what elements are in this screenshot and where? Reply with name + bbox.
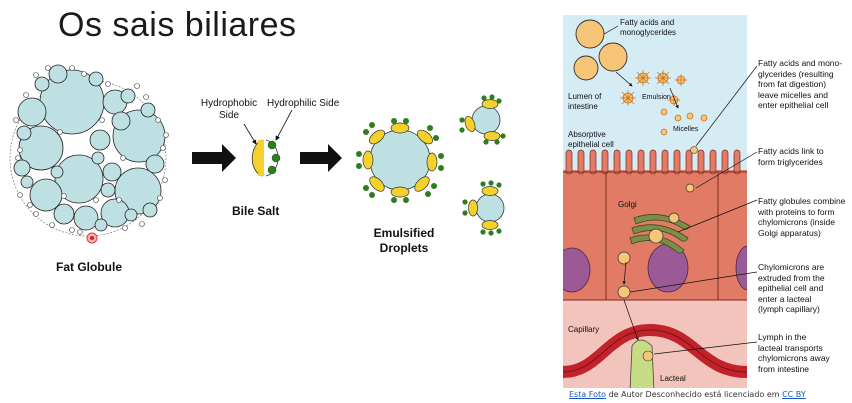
note-line: glycerides (resulting	[758, 68, 834, 79]
emulsified-droplet-small	[459, 94, 506, 145]
lacteal-vessel	[629, 339, 655, 388]
note-line: Fatty globules combine	[758, 196, 846, 206]
fatty-acid-droplet	[575, 19, 605, 49]
note-line: enter epithelial cell	[758, 100, 829, 110]
label-line: Fatty acids and	[620, 18, 675, 27]
microvilli	[565, 149, 741, 175]
photo-link[interactable]: Esta Foto	[569, 390, 607, 399]
fatty-acids-label: Fatty acids and monoglycerides	[620, 18, 676, 38]
emulsified-droplet-small	[462, 180, 505, 236]
note-triglycerides: Fatty acids link to form triglycerides	[758, 146, 824, 167]
note-line: form triglycerides	[758, 156, 823, 167]
note-line: chylomicrons away	[758, 353, 830, 363]
bile-salt-molecule	[243, 109, 293, 177]
hydrophobic-side-label: Hydrophobic Side	[196, 98, 262, 122]
label-line: intestine	[568, 102, 598, 111]
label-line: Absorptive	[568, 130, 606, 139]
emulsified-label-line: Emulsified	[373, 226, 435, 240]
bile-salt-emulsification-diagram	[9, 64, 506, 244]
lumen-label: Lumen of intestine	[568, 92, 601, 112]
fatty-acid-droplet	[598, 42, 628, 72]
image-credit: Esta Foto de Autor Desconhecido está lic…	[569, 390, 806, 399]
micelles-label: Micelles	[673, 126, 699, 133]
page-title: Os sais biliares	[58, 6, 297, 44]
note-line: from intestine	[758, 363, 810, 374]
hydrophobic-label-line: Hydrophobic	[200, 98, 258, 109]
cell-borders	[605, 172, 719, 300]
chylomicron	[617, 251, 631, 265]
note-line: Chylomicrons are	[758, 262, 825, 272]
note-line: leave micelles and	[758, 89, 828, 100]
note-line: (lymph capillary)	[758, 304, 820, 314]
emulsion-label: Emulsion	[642, 94, 671, 101]
note-line: chylomicrons (inside	[758, 217, 835, 227]
capillary-label: Capillary	[568, 325, 600, 334]
label-line: monoglycerides	[620, 28, 677, 37]
note-chylomicron-formation: Fatty globules combine with proteins to …	[758, 196, 845, 238]
fat-absorption-diagram	[563, 15, 758, 388]
emulsified-label-line: Droplets	[379, 241, 429, 255]
fat-globule-cluster	[9, 64, 167, 237]
emulsified-droplets-label: Emulsified Droplets	[370, 226, 438, 256]
hydrophobic-label-line: Side	[218, 110, 239, 121]
emulsion-rays	[620, 70, 687, 106]
note-line: Golgi apparatus)	[758, 227, 821, 238]
fat-globule-small-droplets	[13, 65, 169, 235]
absorptive-cell-label: Absorptive epithelial cell	[568, 130, 614, 150]
fatty-acid-droplet	[573, 55, 599, 81]
note-line: lacteal transports	[758, 342, 823, 353]
fatty-acid-drop	[685, 183, 695, 193]
note-line: Fatty acids link to	[758, 146, 824, 156]
right-arrow-icon	[300, 144, 342, 172]
credit-text: de Autor Desconhecido está licenciado em	[606, 390, 783, 399]
label-line: epithelial cell	[568, 140, 614, 149]
nucleus	[563, 243, 747, 293]
bile-salt-label: Bile Salt	[232, 204, 280, 218]
note-chylomicron-extrusion: Chylomicrons are extruded from the epith…	[758, 262, 825, 315]
note-line: Fatty acids and mono-	[758, 58, 843, 68]
label-line: Lumen of	[568, 92, 602, 101]
chylomicron	[648, 228, 664, 244]
emulsified-droplet-large	[356, 118, 444, 203]
right-arrow-icon	[192, 144, 236, 172]
note-line: from fat digestion)	[758, 79, 827, 89]
note-line: epithelial cell and	[758, 283, 824, 293]
lacteal-label: Lacteal	[660, 374, 686, 383]
chylomicron	[617, 285, 631, 299]
note-line: enter a lacteal	[758, 293, 812, 304]
note-fatty-acids-enter: Fatty acids and mono- glycerides (result…	[758, 58, 842, 111]
callout-lines	[603, 25, 758, 355]
license-link[interactable]: CC BY	[782, 390, 806, 399]
capillary-zone	[563, 300, 747, 388]
hydrophilic-side-label: Hydrophilic Side	[267, 98, 340, 109]
golgi-label: Golgi	[618, 200, 637, 209]
fat-globule-label: Fat Globule	[56, 260, 122, 274]
note-line: Lymph in the	[758, 332, 807, 342]
triglyceride-drop	[668, 212, 680, 224]
note-lymph-transport: Lymph in the lacteal transports chylomic…	[758, 332, 830, 374]
note-line: extruded from the	[758, 272, 825, 283]
note-line: with proteins to form	[758, 206, 835, 217]
